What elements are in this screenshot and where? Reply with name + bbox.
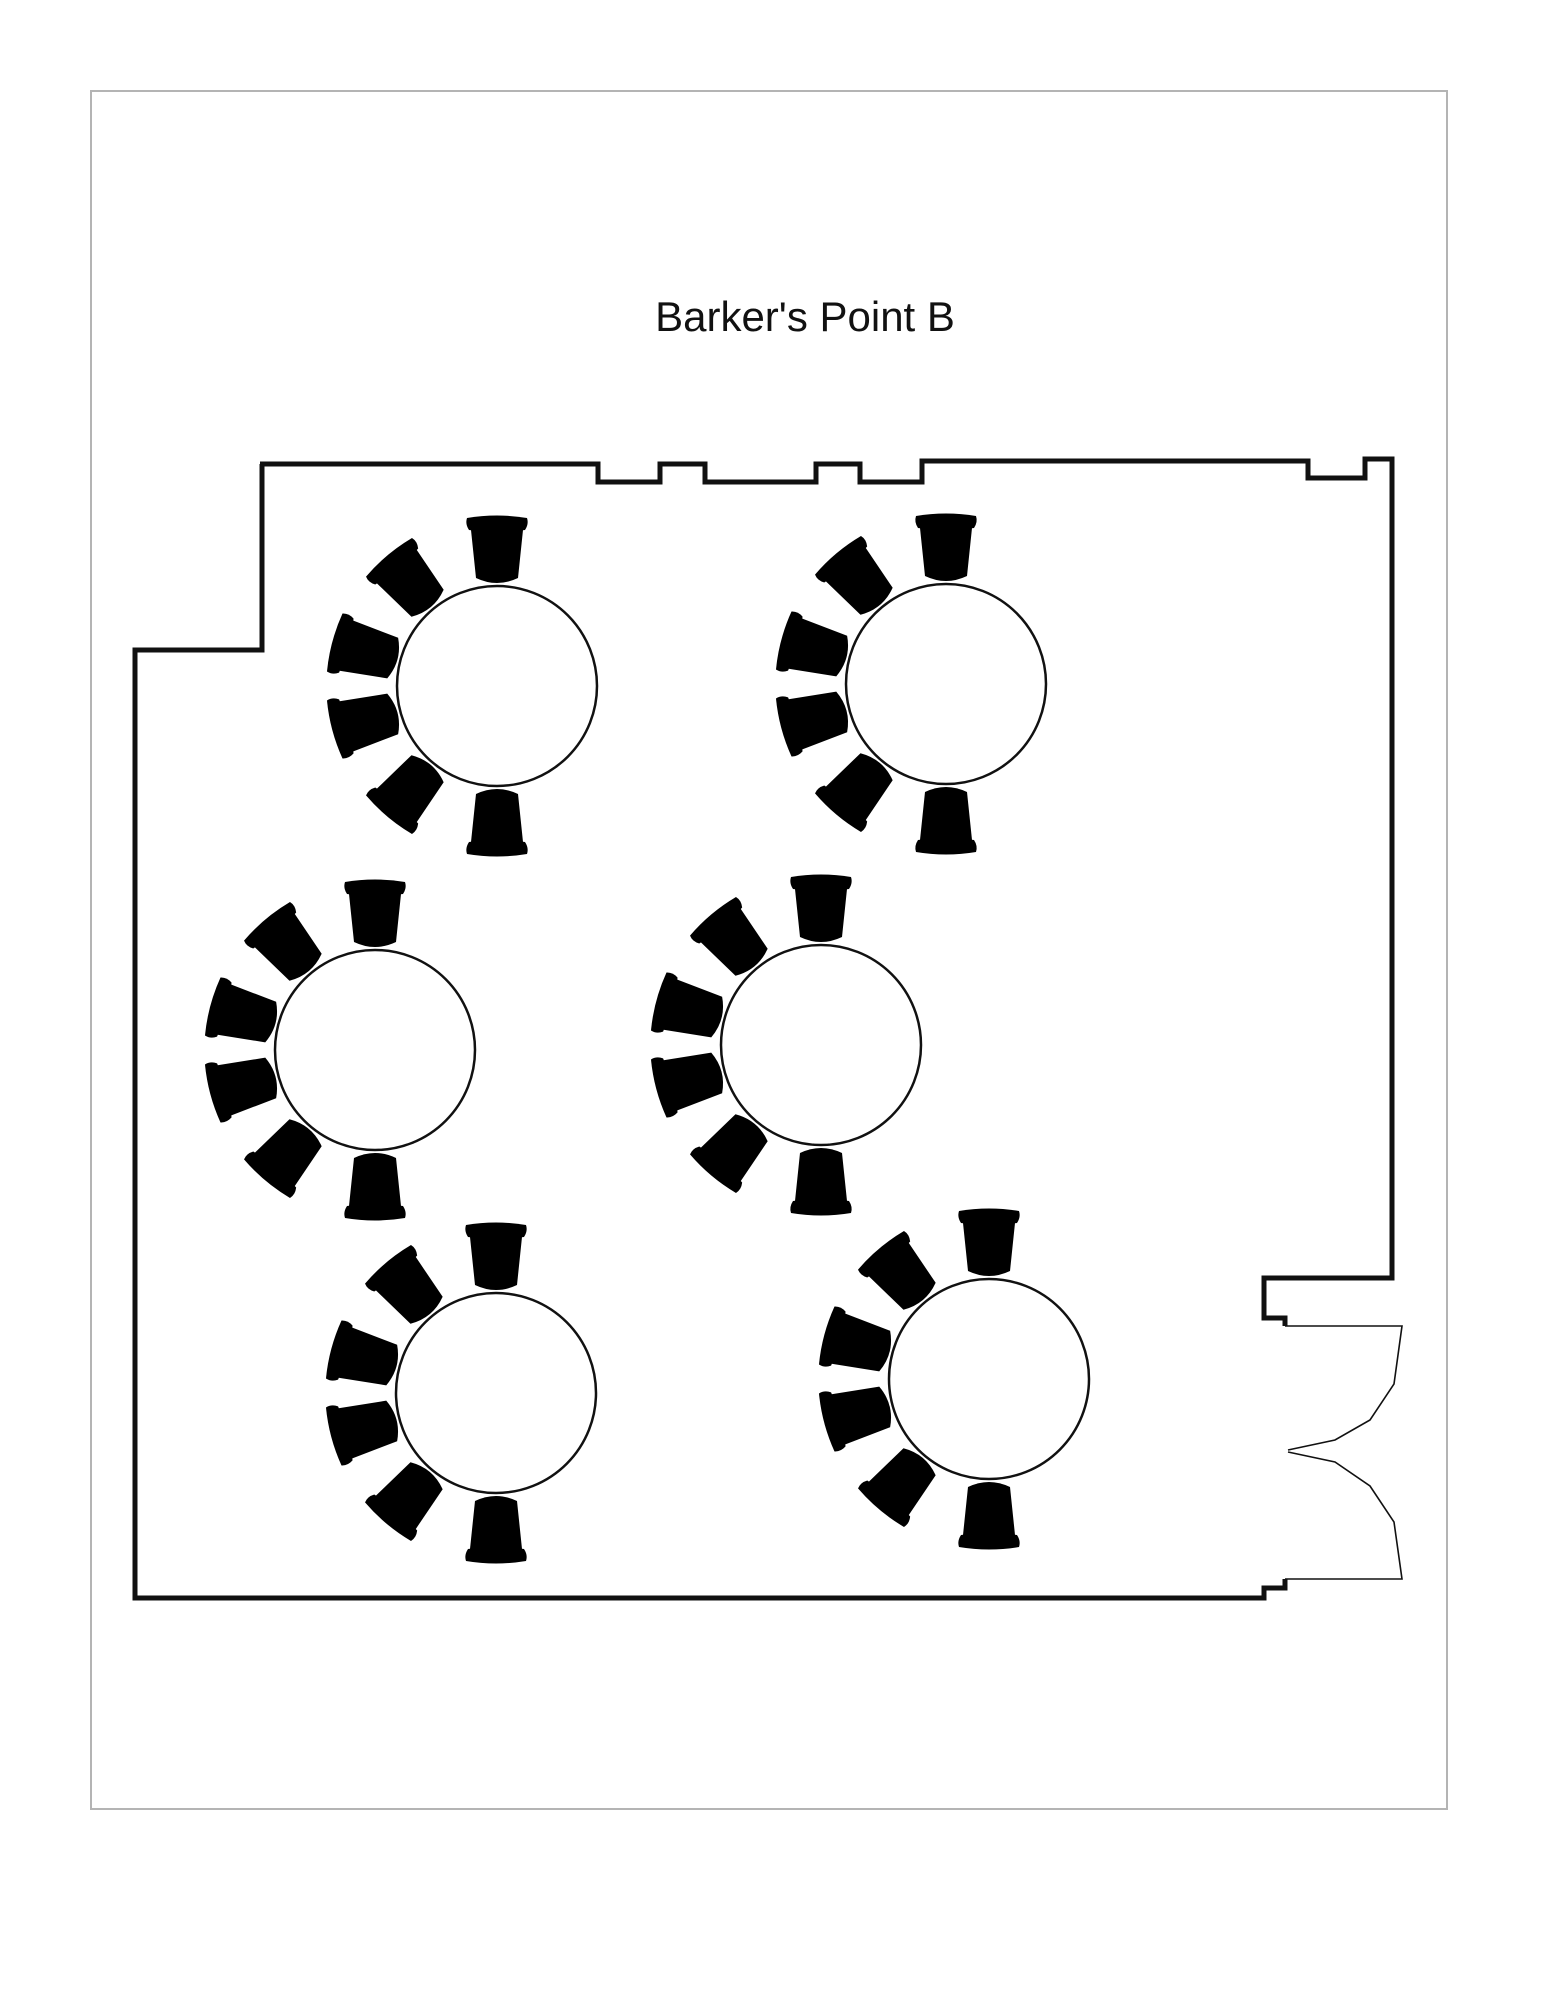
round-table-icon[interactable] <box>394 1291 598 1495</box>
chair-icon[interactable] <box>465 1222 527 1291</box>
chair-icon[interactable] <box>790 874 852 943</box>
chair-icon[interactable] <box>648 1042 730 1119</box>
table-group-3 <box>202 879 477 1221</box>
chair-icon[interactable] <box>816 1305 898 1382</box>
round-table-icon[interactable] <box>844 582 1048 786</box>
chair-icon[interactable] <box>344 879 406 948</box>
round-table-icon[interactable] <box>719 943 923 1147</box>
chair-icon[interactable] <box>466 789 528 857</box>
chair-icon[interactable] <box>323 1390 405 1467</box>
chair-icon[interactable] <box>344 1153 406 1221</box>
chair-icon[interactable] <box>958 1482 1020 1550</box>
table-group-4 <box>648 874 923 1216</box>
chair-icon[interactable] <box>773 681 855 758</box>
table-group-2 <box>773 513 1048 855</box>
chair-icon[interactable] <box>773 610 855 687</box>
room-title: Barker's Point B <box>655 293 955 340</box>
table-group-1 <box>324 515 599 857</box>
chair-icon[interactable] <box>958 1208 1020 1277</box>
chair-icon[interactable] <box>816 1376 898 1453</box>
chair-icon[interactable] <box>465 1496 527 1564</box>
page-frame <box>90 90 1448 1810</box>
chair-icon[interactable] <box>466 515 528 584</box>
chair-icon[interactable] <box>202 976 284 1053</box>
chair-icon[interactable] <box>324 683 406 760</box>
round-table-icon[interactable] <box>887 1277 1091 1481</box>
chair-icon[interactable] <box>648 971 730 1048</box>
round-table-icon[interactable] <box>395 584 599 788</box>
table-group-5 <box>323 1222 598 1564</box>
chair-icon[interactable] <box>202 1047 284 1124</box>
chair-icon[interactable] <box>915 787 977 855</box>
table-group-6 <box>816 1208 1091 1550</box>
double-door-icon[interactable] <box>1285 1325 1403 1580</box>
chair-icon[interactable] <box>915 513 977 582</box>
round-table-icon[interactable] <box>273 948 477 1152</box>
chair-icon[interactable] <box>324 612 406 689</box>
chair-icon[interactable] <box>790 1148 852 1216</box>
room-walls <box>132 456 1395 1601</box>
chair-icon[interactable] <box>323 1319 405 1396</box>
